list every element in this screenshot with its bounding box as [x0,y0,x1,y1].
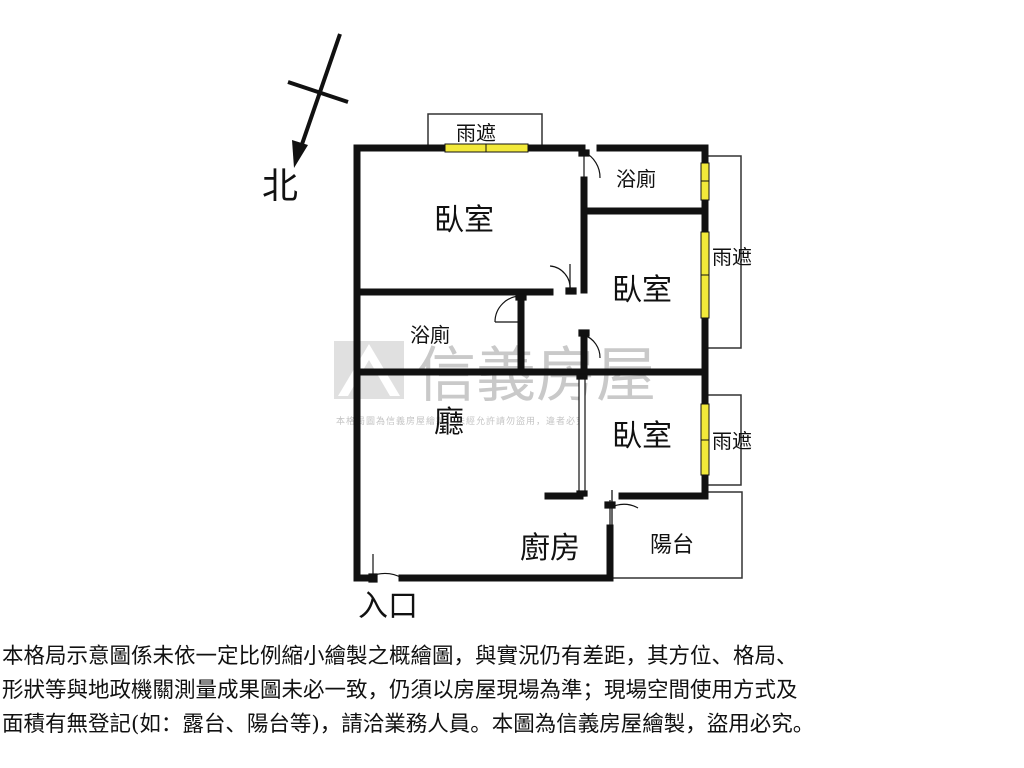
watermark-brand: 信義房屋 [416,341,656,411]
room-label-bathroom-middle: 浴廁 [410,323,450,347]
floor-plan-diagram: 信義房屋 本格局圖為信義房屋繪製，未經允許請勿盜用，違者必究 北 [262,33,752,624]
watermark-fine-print: 本格局圖為信義房屋繪製，未經允許請勿盜用，違者必究 [336,415,586,427]
room-label-kitchen: 廚房 [520,531,580,566]
watermark: 信義房屋 本格局圖為信義房屋繪製，未經允許請勿盜用，違者必究 [334,341,656,427]
north-arrow-icon [292,140,308,168]
canopy-label-right-lower: 雨遮 [712,429,752,453]
compass: 北 [262,33,349,207]
doors [367,149,639,583]
room-label-balcony: 陽台 [650,533,694,558]
disclaimer-text: 本格局示意圖係未依一定比例縮小繪製之概繪圖，與實況仍有差距，其方位、格局、 形狀… [2,640,1022,742]
walls [353,144,709,582]
room-label-bedroom-bottom-right: 臥室 [612,419,672,454]
windows [444,143,710,476]
room-label-living-room: 廳 [434,405,464,440]
room-label-bathroom-top-right: 浴廁 [616,167,656,191]
canopy-label-right-upper: 雨遮 [712,245,752,269]
room-label-bedroom-middle-right: 臥室 [612,273,672,308]
disclaimer-line-1: 本格局示意圖係未依一定比例縮小繪製之概繪圖，與實況仍有差距，其方位、格局、 [2,644,798,669]
disclaimer-line-3: 面積有無登記(如：露台、陽台等)，請洽業務人員。本圖為信義房屋繪製，盜用必究。 [2,712,815,737]
disclaimer-line-2: 形狀等與地政機關測量成果圖未必一致，仍須以房屋現場為準；現場空間使用方式及 [2,678,798,703]
canopy-label-top: 雨遮 [456,121,496,145]
balcony-outline [612,491,743,579]
entrance-label: 入口 [358,589,418,624]
room-label-bedroom-top-left: 臥室 [434,203,494,238]
north-label: 北 [262,166,298,207]
